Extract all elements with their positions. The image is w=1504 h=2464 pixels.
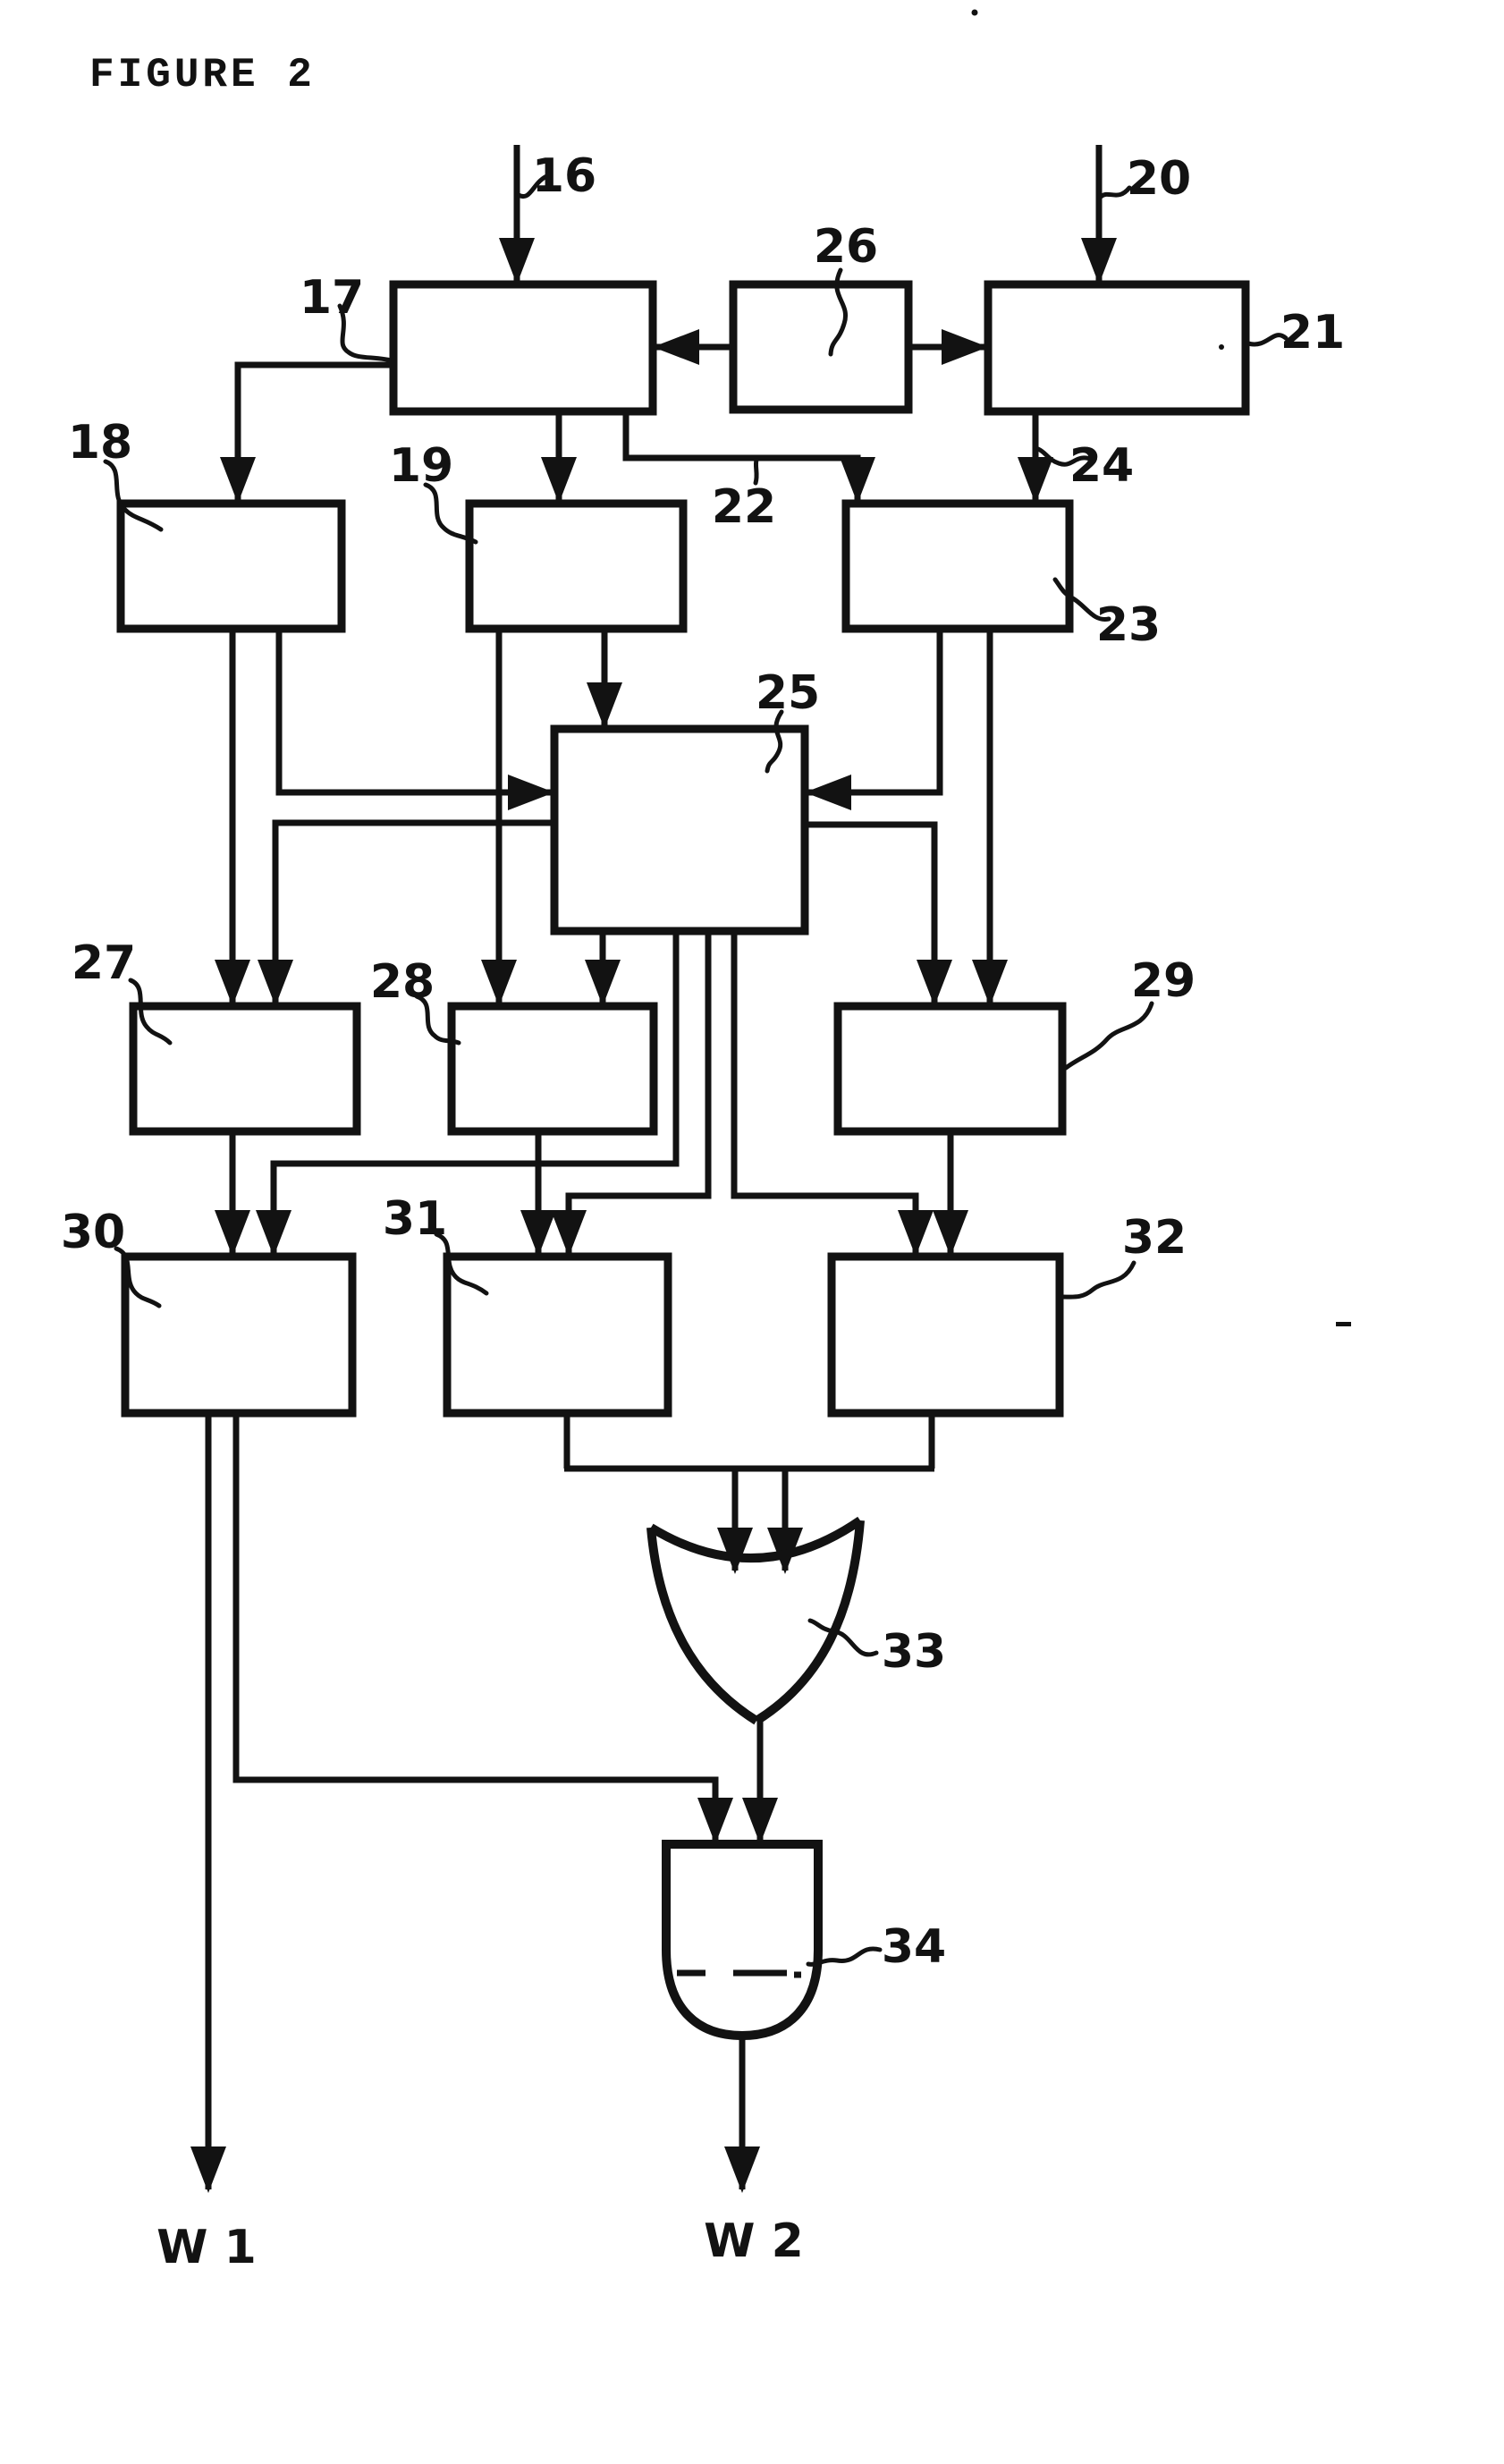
block-30: [121, 1252, 357, 1418]
block-26: [729, 280, 913, 414]
reference-labels: 16 20 26 17 21 18 19 22 24 23 25 27 28 2…: [61, 149, 1345, 2274]
leader-29: [1063, 1001, 1154, 1071]
label-32: 32: [1122, 1211, 1187, 1265]
label-19: 19: [389, 439, 453, 493]
and-gate-34-dashed-line: [677, 1969, 801, 1978]
or-gate-33-right-side: [754, 1520, 865, 1725]
label-24: 24: [1069, 439, 1134, 493]
or-gate-33-left-side: [646, 1527, 759, 1725]
block-29: [833, 1002, 1067, 1136]
block-31: [443, 1252, 672, 1418]
label-29: 29: [1131, 954, 1196, 1008]
leader-24: [1035, 446, 1095, 467]
leader-31: [434, 1232, 489, 1296]
label-16: 16: [532, 149, 596, 203]
block-25: [550, 724, 809, 936]
and-gate-34: [662, 1840, 823, 2041]
wire-17-to-18: [220, 361, 393, 504]
label-22: 22: [712, 480, 776, 534]
leader-32: [1060, 1260, 1136, 1300]
speck-dot-top: [971, 9, 978, 16]
label-leaders: [103, 173, 1289, 1967]
speck-dot-block21: [1219, 344, 1224, 350]
leader-30: [114, 1246, 162, 1308]
wire-18-to-25: [275, 629, 554, 810]
wire-25-to-27: [258, 819, 554, 1006]
leader-18: [103, 459, 164, 532]
wire-25-to-29: [805, 821, 952, 1006]
leader-33: [807, 1618, 879, 1657]
wire-30-to-34: [232, 1413, 733, 1844]
leader-16: [516, 173, 552, 199]
leader-27: [128, 978, 173, 1046]
leader-21: [1246, 333, 1289, 347]
speck-dash-right: [1336, 1322, 1351, 1326]
wire-25-to-31: [551, 931, 712, 1257]
block-19: [465, 499, 688, 633]
leader-26: [828, 267, 848, 357]
or-gate-33: [646, 1516, 865, 1725]
label-33: 33: [882, 1625, 946, 1679]
label-23: 23: [1096, 598, 1161, 652]
paper-specks: [971, 9, 1351, 1326]
leader-17: [337, 303, 398, 364]
label-26: 26: [814, 220, 878, 274]
label-31: 31: [383, 1192, 447, 1246]
label-27: 27: [72, 936, 136, 990]
block-17: [389, 280, 657, 416]
label-34: 34: [882, 1920, 946, 1974]
label-21: 21: [1280, 306, 1345, 360]
leader-25: [765, 709, 784, 774]
label-18: 18: [68, 416, 132, 470]
block-27: [129, 1002, 361, 1136]
leader-28: [414, 994, 461, 1046]
block-28: [447, 1002, 658, 1136]
block-32: [827, 1252, 1064, 1418]
leader-23: [1052, 577, 1111, 622]
leader-19: [423, 482, 478, 545]
label-w1-output: W 1: [156, 2221, 257, 2274]
leader-34: [806, 1946, 883, 1967]
or-gate-33-top-curve: [648, 1516, 863, 1563]
and-gate-34-body: [662, 1840, 823, 2041]
label-w2-output: W 2: [704, 2214, 804, 2268]
label-25: 25: [756, 666, 820, 720]
wire-25-to-32: [731, 931, 934, 1257]
figure-title: FIGURE 2: [89, 52, 316, 98]
label-17: 17: [300, 271, 364, 325]
block-18: [116, 499, 346, 633]
wires: [190, 145, 1117, 2193]
leader-20: [1098, 185, 1132, 199]
wire-25-to-30: [256, 931, 680, 1257]
wire-23-to-25: [805, 629, 943, 810]
label-30: 30: [61, 1206, 125, 1259]
label-20: 20: [1127, 152, 1191, 206]
wire-17-to-23-ref22: [622, 411, 875, 504]
blocks: [116, 280, 1250, 1418]
block-21: [984, 280, 1250, 416]
block-23: [841, 499, 1074, 633]
label-28: 28: [370, 955, 435, 1009]
